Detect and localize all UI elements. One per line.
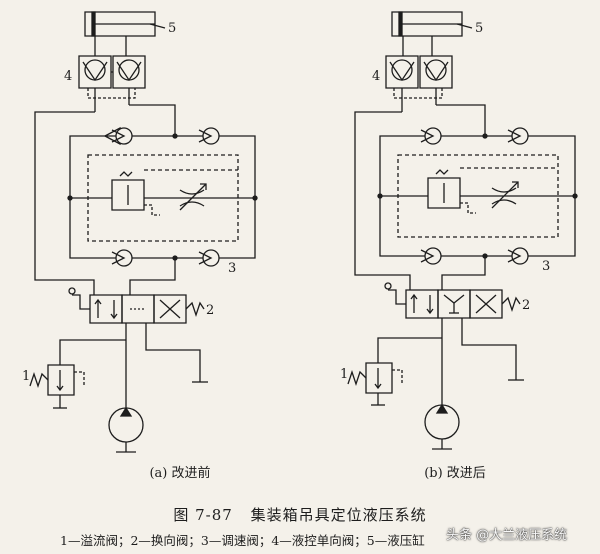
pump-b: [425, 405, 459, 449]
subfigure-label-a: (a) 改进前: [149, 466, 211, 481]
label-3-a: 3: [228, 261, 236, 276]
figure-number: 图 7-87: [173, 506, 233, 524]
directional-valve-b: 2: [385, 283, 530, 318]
cylinder-b: 5: [392, 12, 483, 36]
directional-valve-a: 2: [69, 288, 214, 323]
circuit-a: 5 4: [22, 12, 257, 452]
relief-valve-a: 1: [22, 365, 84, 408]
label-4-b: 4: [372, 69, 380, 84]
label-1-b: 1: [340, 367, 348, 382]
label-4-a: 4: [64, 69, 72, 84]
watermark: 头条 @大兰液压系统: [446, 528, 568, 543]
hydraulic-schematics: 5 4: [22, 0, 600, 500]
relief-valve-b: 1: [340, 363, 402, 405]
label-5-a: 5: [168, 21, 176, 36]
figure-legend: 1—溢流阀；2—换向阀；3—调速阀；4—液控单向阀；5—液压缸: [60, 533, 425, 548]
figure-caption: 图 7-87 集装箱吊具定位液压系统: [0, 504, 600, 525]
label-5-b: 5: [475, 21, 483, 36]
pilot-check-valves-b: 4: [372, 56, 452, 88]
bridge-circuit-b: 3: [378, 128, 577, 274]
figure-title: 集装箱吊具定位液压系统: [250, 506, 427, 524]
bridge-circuit-a: 3: [68, 128, 257, 276]
label-3-b: 3: [542, 259, 550, 274]
label-1-a: 1: [22, 369, 30, 384]
label-2-b: 2: [522, 298, 530, 313]
pump-a: [109, 408, 143, 452]
label-2-a: 2: [206, 303, 214, 318]
circuit-b: 5 4: [340, 12, 577, 449]
pilot-check-valves-a: 4: [64, 56, 145, 88]
subfigure-label-b: (b) 改进后: [424, 466, 486, 481]
cylinder-a: 5: [85, 12, 176, 36]
